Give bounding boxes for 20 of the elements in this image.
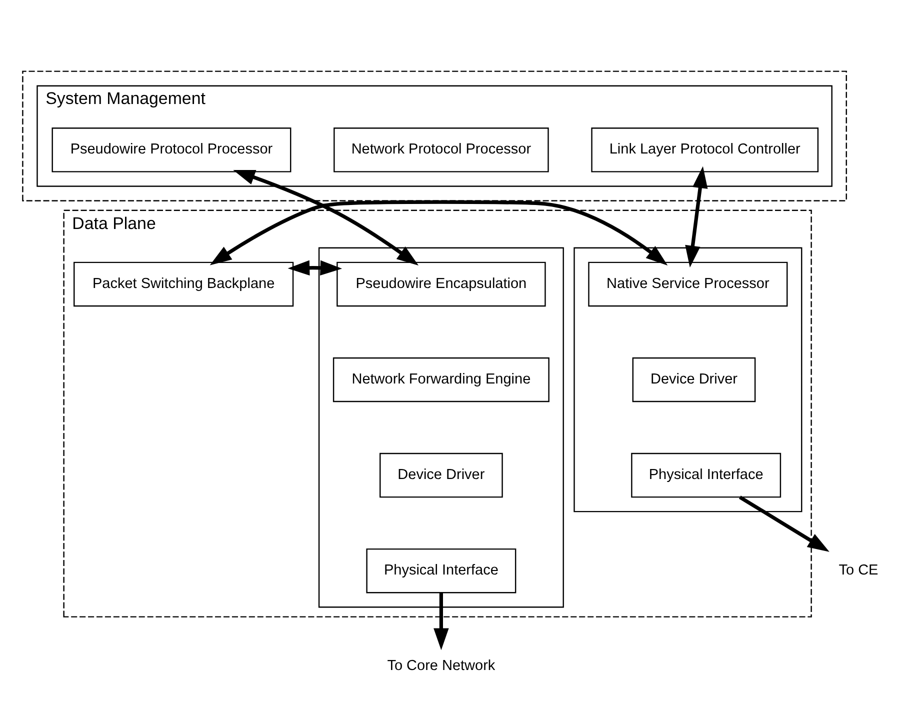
node-text: To Core Network: [387, 658, 496, 674]
arrow: [210, 200, 668, 266]
node-box: Device Driver: [380, 452, 503, 498]
node-box: Network Forwarding Engine: [332, 357, 550, 402]
arrow: [233, 170, 419, 266]
node-box: Network Protocol Processor: [334, 128, 549, 172]
arrow: [288, 260, 342, 276]
node-box: Native Service Processor: [588, 262, 788, 307]
node-box: Link Layer Protocol Controller: [591, 128, 819, 172]
arrow: [738, 496, 830, 552]
cluster: [22, 70, 847, 202]
node-box: Device Driver: [632, 357, 756, 402]
node-box: Pseudowire Encapsulation: [336, 262, 546, 307]
arrow: [685, 166, 708, 268]
node-box: Packet Switching Backplane: [74, 262, 294, 307]
arrow: [434, 592, 449, 650]
node-text: To CE: [838, 562, 878, 579]
node-box: Physical Interface: [366, 548, 516, 594]
node-box: Physical Interface: [631, 452, 782, 498]
node-box: Pseudowire Protocol Processor: [52, 128, 292, 172]
